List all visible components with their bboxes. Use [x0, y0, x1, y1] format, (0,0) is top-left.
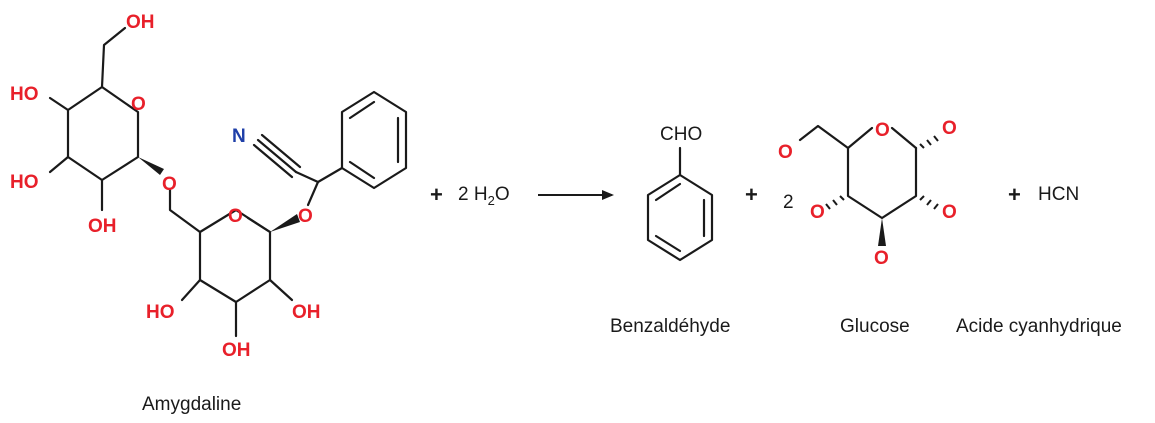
amygdaline-molecule: OH HO O HO OH O N O O HO OH OH Amygdalin… [10, 12, 408, 415]
amygdaline-phenyl [340, 90, 408, 190]
amygdaline-ring2-o-bond [246, 216, 272, 234]
amygdaline-ring2-close [198, 208, 238, 234]
oh-right-label: OH [292, 302, 321, 323]
glucose-molecule: O O O O O O Glucose [778, 118, 957, 337]
ho-left3-label: HO [146, 302, 175, 323]
benzaldehyde-molecule: CHO Benzaldéhyde [610, 124, 730, 337]
glucose-ring-oxygen: O [875, 120, 890, 141]
glucose-name: Glucose [840, 316, 910, 337]
amygdaline-c4-bond [48, 96, 70, 112]
glucose-o2-label: O [942, 202, 957, 223]
glycosidic-oxygen-label: O [298, 206, 313, 227]
nitrogen-label: N [232, 126, 246, 147]
glucose-hashed-bonds [825, 135, 939, 210]
glucose-o4-label: O [874, 248, 889, 269]
hcn-name: Acide cyanhydrique [956, 316, 1122, 337]
glucose-o6-label: O [778, 142, 793, 163]
amygdaline-link-bond [168, 188, 202, 234]
benzaldehyde-cho-label: CHO [660, 124, 702, 145]
benzaldehyde-ring-double [654, 182, 706, 253]
ring1-oxygen-label: O [131, 94, 146, 115]
oh-bottom1-label: OH [88, 216, 117, 237]
amygdaline-ch2oh-bond [100, 26, 127, 89]
amygdaline-c2b-bond [268, 278, 294, 302]
oh-top-label: OH [126, 12, 155, 33]
amygdaline-ring1-bonds [66, 85, 140, 182]
amygdaline-o-ch-bond [306, 180, 320, 207]
reaction-arrow [538, 190, 614, 200]
ho-left1-label: HO [10, 84, 39, 105]
glucose-wedge [878, 218, 886, 246]
glucose-ring [846, 146, 918, 220]
plus-sign-1: + [430, 182, 443, 207]
amygdaline-ch-ph-bond [316, 166, 344, 184]
plus-sign-2: + [745, 182, 758, 207]
glucose-o1-label: O [942, 118, 957, 139]
ring2-oxygen-label: O [228, 206, 243, 227]
water-coefficient: 2 H2O [458, 184, 510, 208]
link-oxygen-label: O [162, 174, 177, 195]
amygdaline-ch-cn-bond [294, 170, 320, 184]
benzaldehyde-ring [646, 173, 714, 262]
amygdaline-c3b-bond [180, 278, 202, 302]
amygdaline-c3-bond [48, 155, 70, 174]
glucose-o3-label: O [810, 202, 825, 223]
plus-sign-3: + [1008, 182, 1021, 207]
amygdaline-wedge2 [270, 214, 300, 232]
ho-left2-label: HO [10, 172, 39, 193]
glucose-ring-o-bonds [846, 126, 918, 150]
amygdaline-phenyl-double [348, 100, 400, 180]
oh-bottom2-label: OH [222, 340, 251, 361]
water-reactant: + 2 H2O [430, 182, 510, 208]
amygdaline-name: Amygdaline [142, 394, 241, 415]
glucose-ch2o-bond [798, 124, 850, 150]
glucose-coefficient: 2 [783, 192, 794, 213]
hcn-formula: HCN [1038, 184, 1079, 205]
nitrile-triple-bond [252, 133, 302, 179]
benzaldehyde-name: Benzaldéhyde [610, 316, 730, 337]
amygdaline-wedge1 [138, 157, 164, 175]
